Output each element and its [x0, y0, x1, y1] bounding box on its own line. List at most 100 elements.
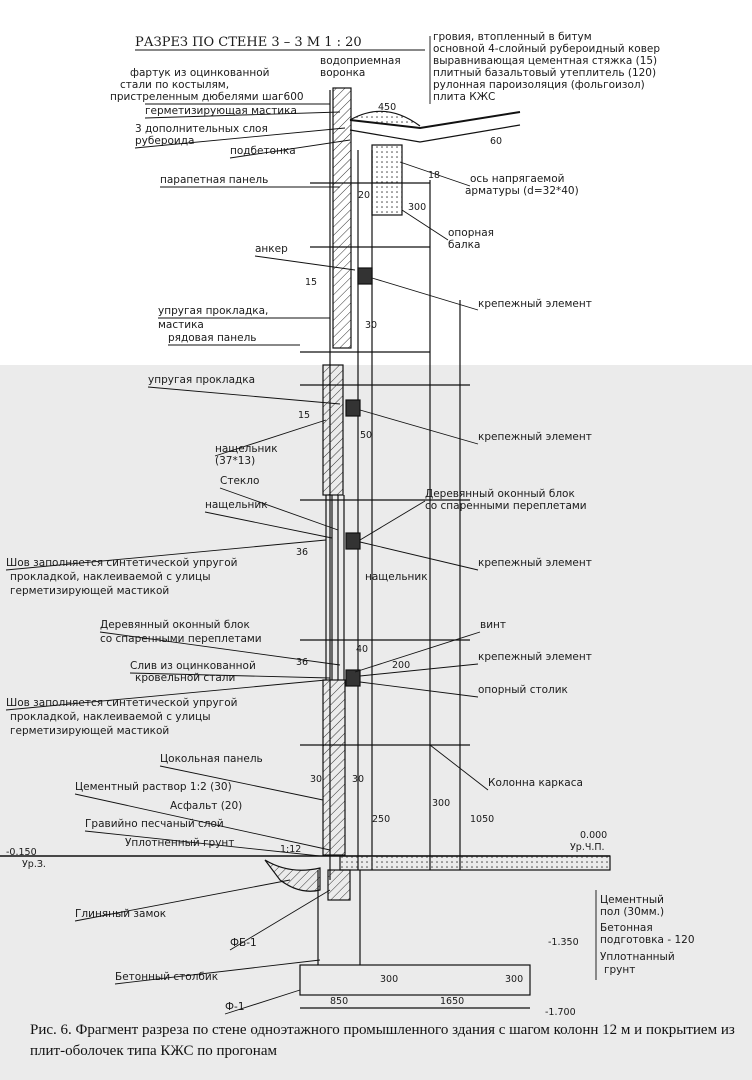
dim-50: 50: [360, 430, 372, 441]
label-dop-sloi-1: 3 дополнительных слоя: [135, 123, 268, 135]
dim-60: 60: [490, 136, 502, 147]
label-sliv-1: Слив из оцинкованной: [130, 660, 256, 672]
fastener-4: [345, 669, 361, 687]
figure-caption: Рис. 6. Фрагмент разреза по стене одноэт…: [30, 1022, 735, 1059]
dim-40: 40: [356, 644, 368, 655]
dim-15b: 15: [298, 410, 310, 421]
label-kolonna: Колонна каркаса: [488, 777, 583, 789]
fastener-1: [357, 267, 373, 285]
structure: [0, 87, 611, 1009]
roof-layer-1: гровия, втопленный в битум: [433, 31, 592, 43]
foundation-slab: [299, 964, 531, 996]
label-oporny-stolik: опорный столик: [478, 684, 568, 696]
label-mastika: мастика: [158, 319, 204, 331]
label-vodopriem-2: воронка: [320, 67, 365, 79]
label-vodopriem-1: водоприемная: [320, 55, 401, 67]
row-panel-upper: [322, 364, 344, 496]
label-asfalt: Асфальт (20): [170, 800, 242, 812]
dim-250: 250: [372, 814, 390, 825]
label-fartuk-3: пристреленным дюбелями шаг600: [110, 91, 304, 103]
dim-850: 850: [330, 996, 348, 1007]
label-ryadovaya: рядовая панель: [168, 332, 256, 344]
label-germetik: герметизирующая мастика: [145, 105, 297, 117]
roof-layer-4: плитный базальтовый утеплитель (120): [433, 67, 656, 79]
label-rastvor: Цементный раствор 1:2 (30): [75, 781, 232, 793]
labels-top: гровия, втопленный в битум основной 4-сл…: [110, 31, 660, 344]
label-nashchelnik-2: (37*13): [215, 455, 255, 467]
roof-layer-6: плита КЖС: [433, 91, 495, 103]
dimensions: 450 60 18 20 300 15 30 15 50 36 36 40 20…: [6, 102, 607, 1018]
support-beam: [371, 144, 403, 216]
dim-200: 200: [392, 660, 410, 671]
label-nashchelnik-1: нащельник: [215, 443, 278, 455]
dim-1650: 1650: [440, 996, 464, 1007]
drawing-title: РАЗРЕЗ ПО СТЕНЕ 3 – 3 М 1 : 20: [135, 35, 362, 50]
label-steklo: Стекло: [220, 475, 259, 487]
label-beton-podg-1: Бетонная: [600, 922, 653, 934]
label-uprugaya: упругая прокладка,: [158, 305, 268, 317]
scan-background-lower: [0, 365, 752, 1080]
label-krepezh-1: крепежный элемент: [478, 298, 592, 310]
dim-15a: 15: [305, 277, 317, 288]
parapet-panel: [332, 87, 352, 349]
roof-slab-under: [349, 124, 521, 143]
roof-layer-3: выравнивающая цементная стяжка (15): [433, 55, 657, 67]
label-fartuk-1: фартук из оцинкованной: [130, 67, 269, 79]
floor-slab: [339, 855, 611, 871]
foundation-beam: [327, 869, 351, 901]
fastener-3: [345, 532, 361, 550]
label-tsement-pol-1: Цементный: [600, 894, 664, 906]
roof-layer-5: рулонная пароизоляция (фольгоизол): [433, 79, 645, 91]
label-os-armatury-2: арматуры (d=32*40): [465, 185, 579, 197]
dim-300c: 300: [380, 974, 398, 985]
label-okonny-blok-1: Деревянный оконный блок: [425, 488, 575, 500]
level-000: 0.000: [580, 830, 607, 841]
fastener-2: [345, 399, 361, 417]
label-shov-b-1: Шов заполняется синтетической упругой: [6, 697, 237, 709]
dim-30c: 30: [352, 774, 364, 785]
label-opornaya-balka-2: балка: [448, 239, 480, 251]
label-betonny-stolbik: Бетонный столбик: [115, 971, 218, 983]
label-os-armatury-1: ось напрягаемой: [470, 173, 564, 185]
level-urchp: Ур.Ч.П.: [570, 842, 605, 853]
label-krepezh-4: крепежный элемент: [478, 651, 592, 663]
label-uplot-grunt: Уплотненный грунт: [125, 837, 234, 849]
label-shov-b-2: прокладкой, наклеиваемой с улицы: [10, 711, 211, 723]
roof-insulation: [349, 110, 421, 127]
label-nashchelnik-c: нащельник: [365, 571, 428, 583]
dim-36a: 36: [296, 547, 308, 558]
level-ur3: Ур.З.: [22, 859, 46, 870]
label-krepezh-2: крепежный элемент: [478, 431, 592, 443]
label-uplot-grunt2-2: грунт: [604, 964, 635, 976]
label-nashchelnik-b: нащельник: [205, 499, 268, 511]
label-shov-2: прокладкой, наклеиваемой с улицы: [10, 571, 211, 583]
roof-layer-2: основной 4-слойный рубероидный ковер: [433, 43, 660, 55]
label-beton-podg-2: подготовка - 120: [600, 934, 695, 946]
leader-lines: [5, 36, 597, 1015]
label-shov-b-3: герметизирующей мастикой: [10, 725, 169, 737]
roof-slab: [349, 111, 521, 130]
dim-1050: 1050: [470, 814, 494, 825]
labels-bottom: упругая прокладка крепежный элемент наще…: [6, 374, 695, 1013]
label-shov-3: герметизирующей мастикой: [10, 585, 169, 597]
dim-300b: 300: [432, 798, 450, 809]
label-podbetonka: подбетонка: [230, 145, 296, 157]
dim-36b: 36: [296, 657, 308, 668]
label-okonny-blok-b-2: со спаренными переплетами: [100, 633, 262, 645]
dim-30b: 30: [310, 774, 322, 785]
dim-30a: 30: [365, 320, 377, 331]
plinth-panel: [322, 679, 346, 856]
label-vint: винт: [480, 619, 506, 631]
label-parapet: парапетная панель: [160, 174, 268, 186]
label-shov-1: Шов заполняется синтетической упругой: [6, 557, 237, 569]
level-1350: -1.350: [548, 937, 579, 948]
label-fartuk-2: стали по костылям,: [120, 79, 229, 91]
label-tsement-pol-2: пол (30мм.): [600, 906, 664, 918]
label-uplot-grunt2-1: Уплотнанный: [600, 951, 675, 963]
label-okonny-blok-2: со спаренными переплетами: [425, 500, 587, 512]
label-tsokol: Цокольная панель: [160, 753, 263, 765]
dim-300d: 300: [505, 974, 523, 985]
dim-18: 18: [428, 170, 440, 181]
dim-slope: 1:12: [280, 844, 301, 855]
